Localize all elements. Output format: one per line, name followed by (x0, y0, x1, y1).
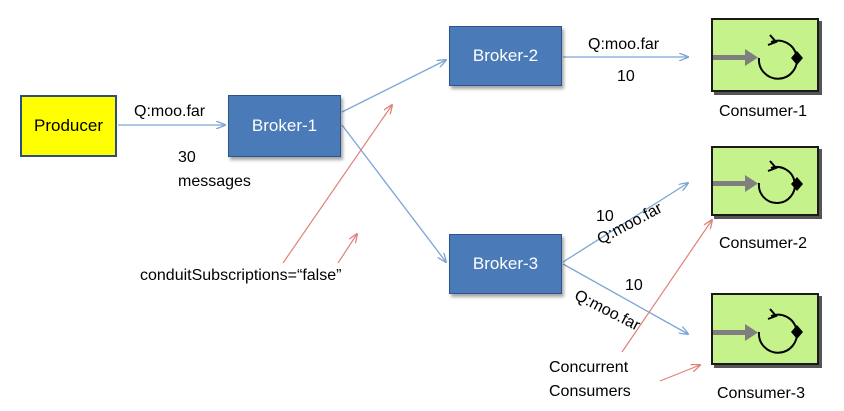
conduit-subscriptions-note: conduitSubscriptions=“false” (140, 267, 342, 284)
edge-broker3-consumer3 (562, 263, 688, 334)
message-count-label: 30 (178, 149, 196, 166)
polling-consumer-icon (713, 308, 803, 354)
consumer-1-label: Consumer-1 (719, 103, 808, 120)
edge-broker3-consumer2 (562, 183, 688, 263)
edge-broker1-broker2 (341, 60, 446, 113)
message-unit-label: messages (178, 173, 251, 190)
annotation-arrow-conduit-1 (282, 105, 392, 264)
queue-label-broker2-consumer1: Q:moo.far (588, 36, 660, 53)
consumer-1-node (711, 18, 819, 92)
annotation-arrow-conduit-2 (337, 234, 357, 264)
consumer-3-node (711, 293, 819, 365)
broker-3-label: Broker-3 (472, 254, 539, 273)
broker-1-node: Broker-1 (228, 95, 341, 157)
count-label-broker3-consumer2: 10 (596, 208, 614, 225)
broker-2-label: Broker-2 (472, 46, 539, 65)
consumer-2-node (711, 146, 819, 216)
consumer-3-label: Consumer-3 (717, 385, 806, 402)
concurrent-consumers-note-line1: Concurrent (549, 359, 629, 376)
producer-node: Producer (20, 95, 117, 157)
producer-label: Producer (34, 116, 103, 135)
queue-label-producer-broker1: Q:moo.far (134, 103, 206, 120)
count-label-broker3-consumer3: 10 (625, 277, 643, 294)
polling-consumer-icon (713, 160, 803, 204)
broker-3-node: Broker-3 (449, 234, 562, 294)
concurrent-consumers-note-line2: Consumers (549, 383, 631, 400)
annotation-arrow-concurrent-2 (659, 365, 700, 382)
edge-broker1-broker3 (341, 124, 446, 262)
polling-consumer-icon (713, 34, 803, 80)
annotation-arrow-concurrent-1 (621, 220, 712, 353)
broker-1-label: Broker-1 (251, 116, 318, 135)
consumer-2-label: Consumer-2 (719, 235, 808, 252)
count-label-broker2-consumer1: 10 (617, 68, 635, 85)
broker-2-node: Broker-2 (449, 26, 562, 86)
